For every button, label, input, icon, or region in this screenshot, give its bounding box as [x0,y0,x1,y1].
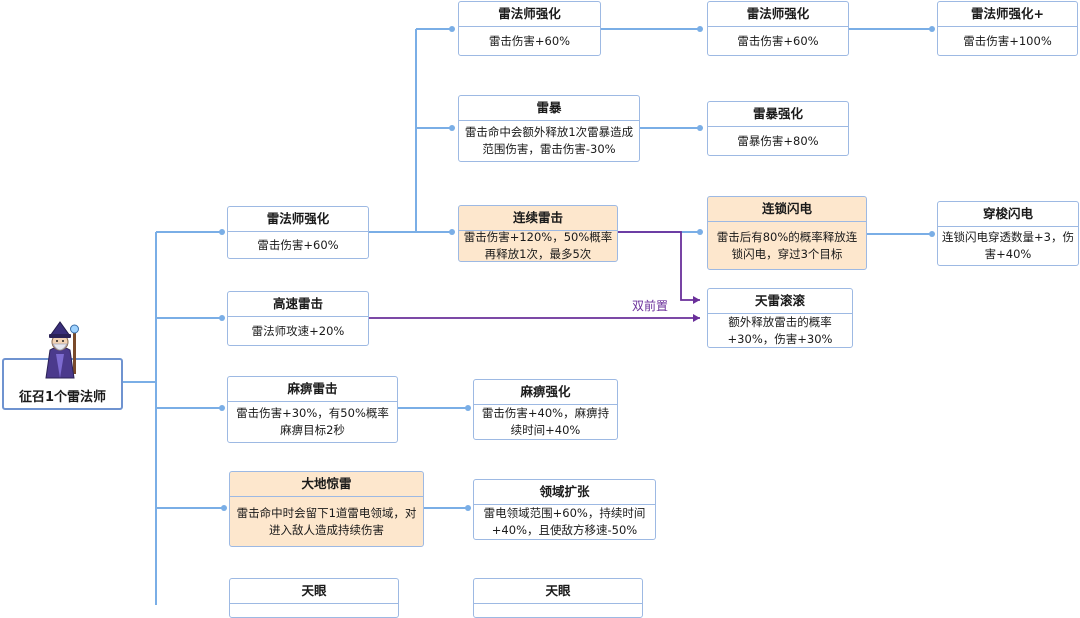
mage-avatar-icon [45,321,79,379]
node-lianxu-leiji[interactable]: 连续雷击 雷击伤害+120%，50%概率再释放1次，最多5次 [458,205,618,262]
node-title: 麻痹雷击 [228,377,397,402]
connector-dots [219,26,935,511]
node-chuansuo-shandian[interactable]: 穿梭闪电 连锁闪电穿透数量+3，伤害+40% [937,201,1079,266]
node-body: 雷击伤害+60% [737,33,819,48]
connector-dot [697,26,703,32]
arrow-head [693,314,700,322]
node-body: 雷击伤害+40%，麻痹持续时间+40% [481,406,610,437]
node-title: 雷暴 [459,96,639,121]
node-title: 大地惊雷 [230,472,423,497]
node-title: 连续雷击 [459,206,617,231]
connector-dot [697,125,703,131]
node-title: 雷法师强化 [459,2,600,27]
node-body: 雷击伤害+30%，有50%概率麻痹目标2秒 [236,406,389,437]
node-title: 天眼 [474,579,642,604]
node-title: 连锁闪电 [708,197,866,222]
dual-prereq-label: 双前置 [632,299,669,313]
node-title: 天眼 [230,579,398,604]
node-leifashi-qianghua-2[interactable]: 雷法师强化 雷击伤害+60% [458,1,601,56]
connector-dot [221,505,227,511]
connector-dot [449,229,455,235]
node-title: 高速雷击 [228,292,368,317]
node-body: 雷暴伤害+80% [737,133,819,148]
connector-dot [697,229,703,235]
connector-dot [929,26,935,32]
node-body: 雷击伤害+60% [257,237,339,252]
node-body: 额外释放雷击的概率+30%，伤害+30% [727,314,833,346]
node-body: 雷击命中时会留下1道雷电领域，对进入敌人造成持续伤害 [236,505,417,537]
node-leifashi-qianghua[interactable]: 雷法师强化 雷击伤害+60% [227,206,369,259]
node-leibao[interactable]: 雷暴 雷击命中会额外释放1次雷暴造成范围伤害，雷击伤害-30% [458,95,640,162]
node-body: 雷电领域范围+60%，持续时间+40%，且使敌方移速-50% [483,506,646,537]
node-body: 雷法师攻速+20% [251,323,345,338]
connector-lines [123,26,935,605]
node-title: 雷法师强化 [228,207,368,232]
node-lingyu-kuozhang[interactable]: 领域扩张 雷电领域范围+60%，持续时间+40%，且使敌方移速-50% [473,479,656,540]
node-liansuo-shandian[interactable]: 连锁闪电 雷击后有80%的概率释放连锁闪电，穿过3个目标 [707,196,867,270]
node-tianyan-left[interactable]: 天眼 [229,578,399,618]
node-title: 穿梭闪电 [938,202,1078,227]
node-body: 雷击命中会额外释放1次雷暴造成范围伤害，雷击伤害-30% [464,125,634,156]
node-body: 雷击后有80%的概率释放连锁闪电，穿过3个目标 [716,229,858,261]
dual-prereq-lines [368,231,700,319]
node-leibao-qianghua[interactable]: 雷暴强化 雷暴伤害+80% [707,101,849,156]
node-body: 连锁闪电穿透数量+3，伤害+40% [942,230,1074,261]
node-tianyan-right[interactable]: 天眼 [473,578,643,618]
connector-dot [465,505,471,511]
node-title: 领域扩张 [474,480,655,505]
node-title: 雷法师强化 [708,2,848,27]
connector-dot [219,405,225,411]
node-title: 雷暴强化 [708,102,848,127]
node-tianlei-gungun[interactable]: 天雷滚滚 额外释放雷击的概率+30%，伤害+30% [707,288,853,348]
node-mabi-qianghua[interactable]: 麻痹强化 雷击伤害+40%，麻痹持续时间+40% [473,379,618,440]
connector-dot [929,231,935,237]
root-label: 征召1个雷法师 [18,390,107,405]
node-leifashi-qianghua-plus[interactable]: 雷法师强化+ 雷击伤害+100% [937,1,1078,56]
connector-dot [449,26,455,32]
node-body: 雷击伤害+120%，50%概率再释放1次，最多5次 [463,230,613,261]
node-body: 雷击伤害+60% [488,33,571,48]
node-gaosu-leiji[interactable]: 高速雷击 雷法师攻速+20% [227,291,369,346]
node-title: 天雷滚滚 [708,289,852,314]
node-dadi-jinglei[interactable]: 大地惊雷 雷击命中时会留下1道雷电领域，对进入敌人造成持续伤害 [229,471,424,547]
connector-dot [449,125,455,131]
connector-dot [219,229,225,235]
arrow-head [693,296,700,304]
node-leifashi-qianghua-3[interactable]: 雷法师强化 雷击伤害+60% [707,1,849,56]
connector-dot [465,405,471,411]
node-title: 麻痹强化 [474,380,617,405]
node-body: 雷击伤害+100% [963,33,1052,48]
node-mabi-leiji[interactable]: 麻痹雷击 雷击伤害+30%，有50%概率麻痹目标2秒 [227,376,398,443]
node-title: 雷法师强化+ [938,2,1077,27]
connector-dot [219,315,225,321]
